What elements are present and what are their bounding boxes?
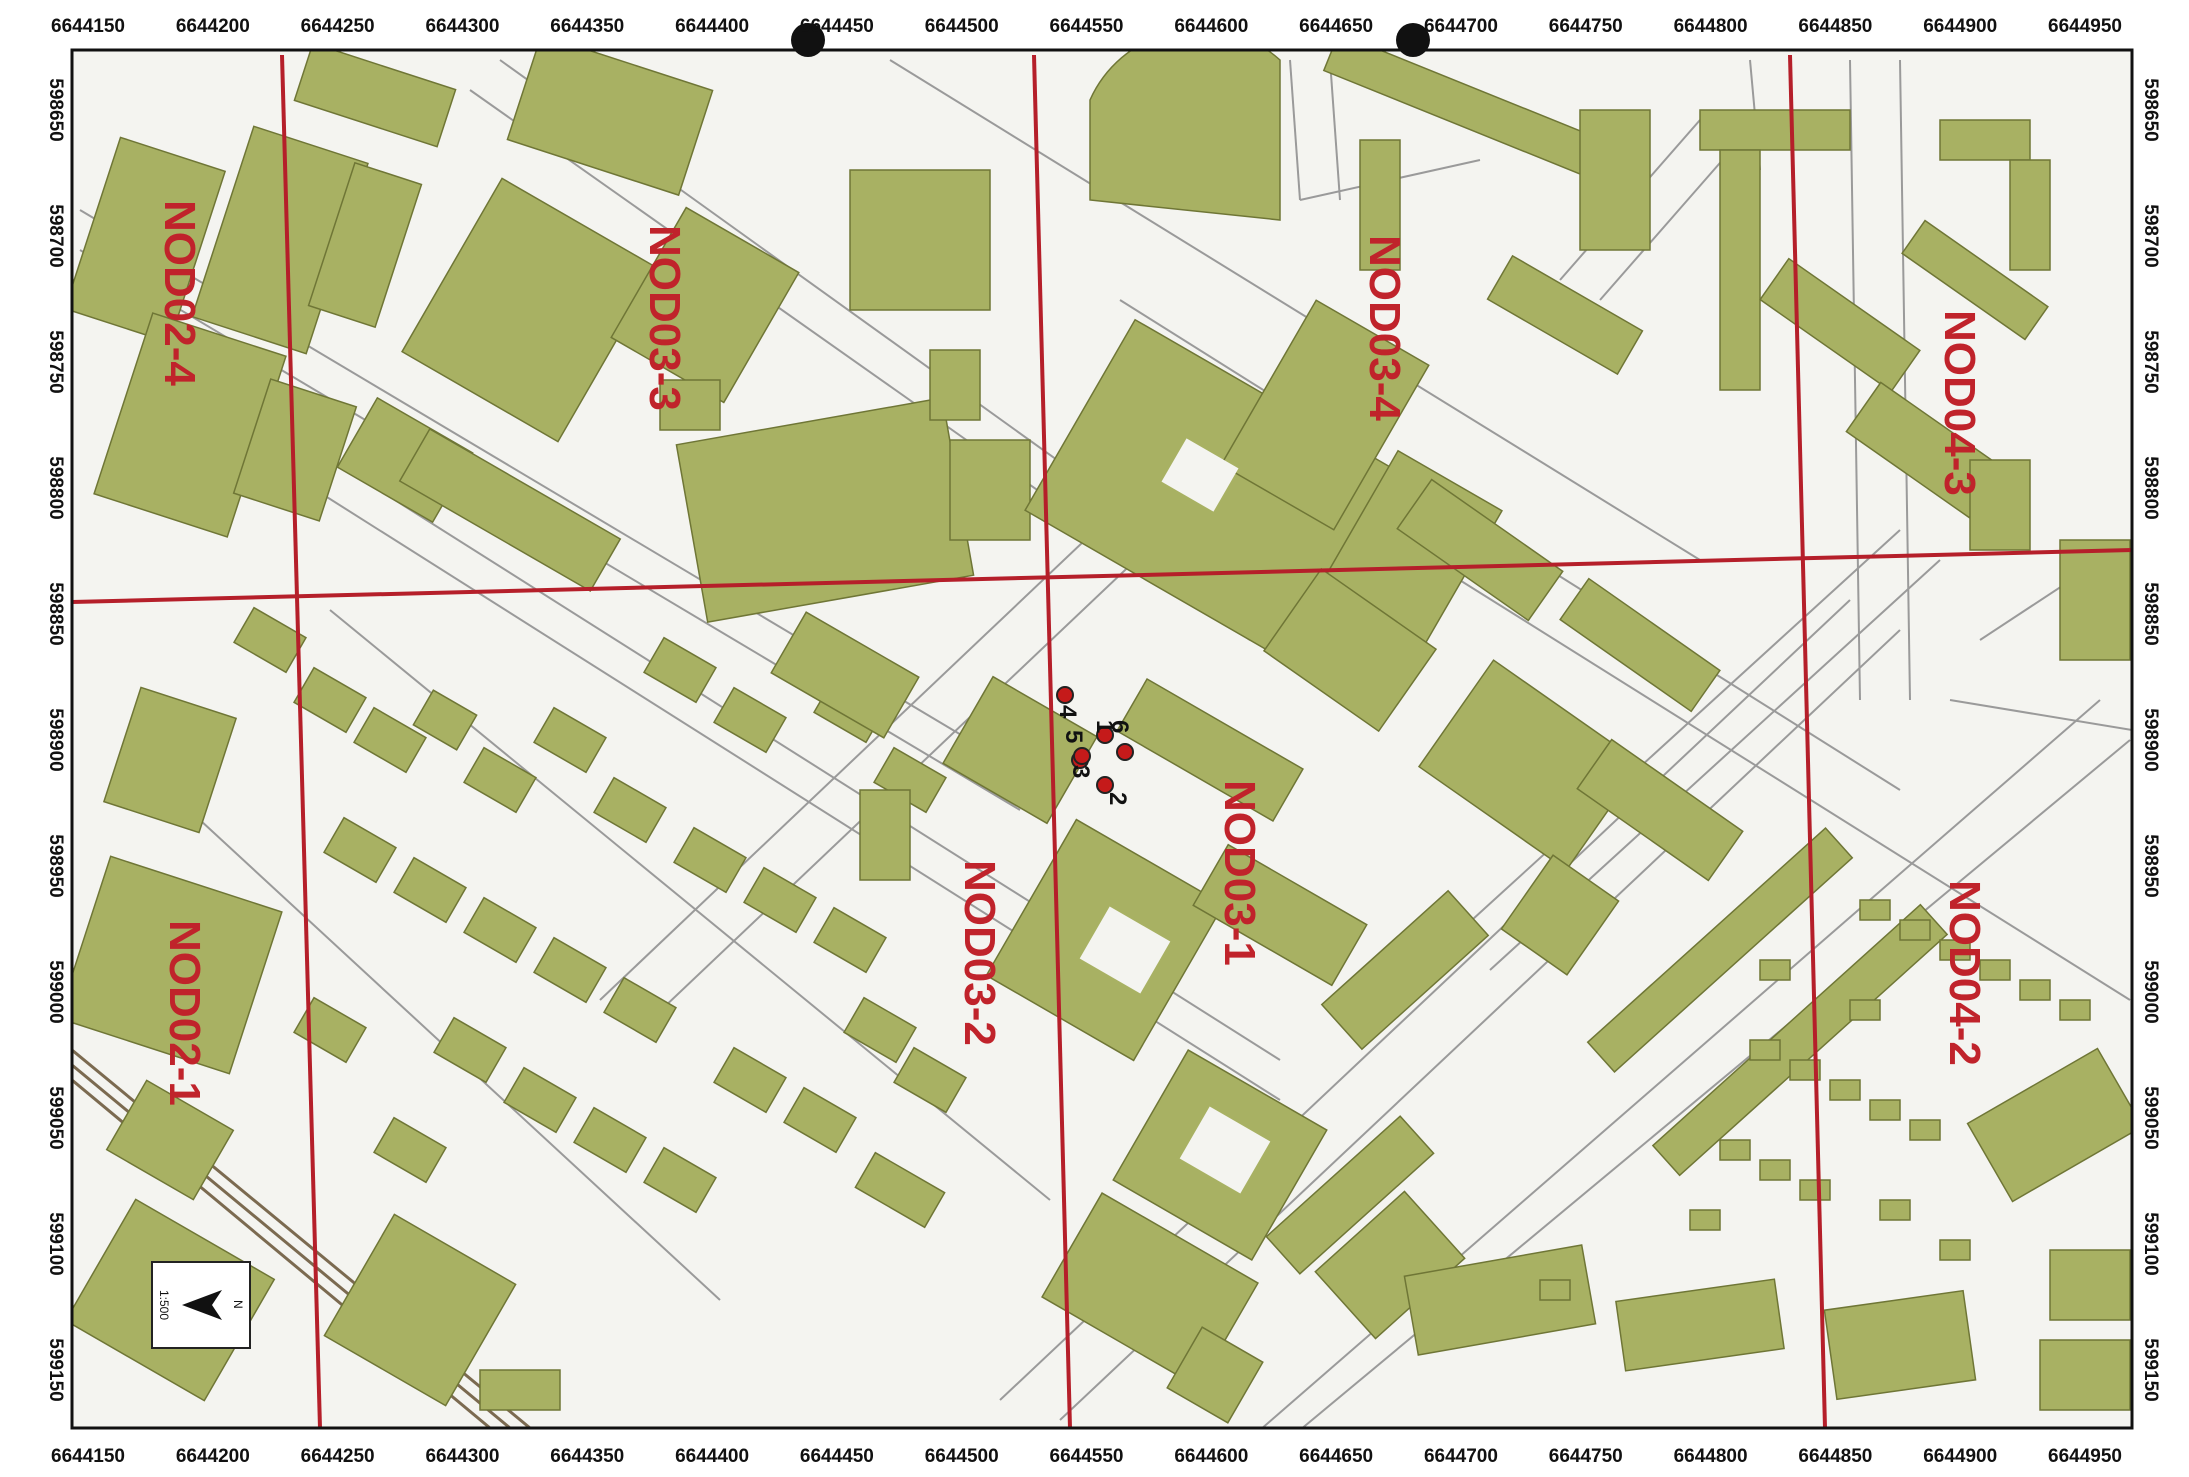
sample-point-marker[interactable] — [1116, 743, 1134, 761]
left-axis-tick-label: 598900 — [45, 708, 66, 771]
top-axis-tick-label: 6644500 — [925, 16, 999, 37]
buildings — [72, 50, 2132, 1424]
north-arrow-icon — [182, 1290, 222, 1320]
left-axis-tick-label: 598700 — [45, 204, 66, 267]
top-axis-tick-label: 6644650 — [1299, 16, 1373, 37]
left-axis-tick-label: 598650 — [45, 78, 66, 141]
bottom-axis-tick-label: 6644700 — [1424, 1446, 1498, 1467]
bottom-axis-tick-label: 6644150 — [51, 1446, 125, 1467]
north-arrow: N 1:500 — [151, 1261, 251, 1349]
grid-label-nod02-4: NOD02-4 — [155, 200, 204, 386]
left-axis-tick-label: 599150 — [45, 1338, 66, 1401]
bottom-axis-tick-label: 6644900 — [1923, 1446, 1997, 1467]
top-marker-dot — [791, 23, 825, 57]
grid-label-group: NOD02-4 NOD03-3 NOD03-4 NOD04-3 NOD02-1 … — [155, 200, 1989, 1106]
top-axis-tick-label: 6644550 — [1050, 16, 1124, 37]
map-border — [70, 48, 2134, 1430]
right-axis-tick-label: 598850 — [2140, 582, 2161, 645]
sample-point-marker[interactable] — [1096, 726, 1114, 744]
bottom-axis-tick-label: 6644750 — [1549, 1446, 1623, 1467]
top-axis-tick-label: 6644950 — [2048, 16, 2122, 37]
sample-point-label-1: 1 — [1091, 720, 1118, 733]
right-axis-tick-label: 598650 — [2140, 78, 2161, 141]
bottom-axis-tick-label: 6644500 — [925, 1446, 999, 1467]
right-axis-tick-label: 599150 — [2140, 1338, 2161, 1401]
right-axis-ticks: 598650 598700 598750 598800 598850 598900 5989… — [2140, 78, 2161, 1401]
grid-label-nod04-2: NOD04-2 — [1940, 880, 1989, 1066]
top-marker-dot — [1396, 23, 1430, 57]
bottom-axis-tick-label: 6644400 — [675, 1446, 749, 1467]
top-axis-tick-label: 6644450 — [800, 16, 874, 37]
bottom-axis-tick-label: 6644300 — [425, 1446, 499, 1467]
top-axis-tick-label: 6644700 — [1424, 16, 1498, 37]
right-axis-tick-label: 598800 — [2140, 456, 2161, 519]
bottom-axis-tick-label: 6644950 — [2048, 1446, 2122, 1467]
top-axis-tick-label: 6644300 — [425, 16, 499, 37]
sample-point-marker[interactable] — [1056, 686, 1074, 704]
right-axis-tick-label: 599000 — [2140, 960, 2161, 1023]
sample-point-label-6: 6 — [1106, 720, 1133, 733]
left-axis-tick-label: 598800 — [45, 456, 66, 519]
left-axis-ticks: 598650 598700 598750 598800 598850 598900 5989… — [45, 78, 66, 1401]
top-axis-ticks: 6644150 6644200 6644250 6644300 6644350 66444… — [51, 16, 2122, 37]
courtyards — [1079, 438, 1271, 1194]
right-axis-tick-label: 598750 — [2140, 330, 2161, 393]
left-axis-tick-label: 599050 — [45, 1086, 66, 1149]
bottom-axis-tick-label: 6644350 — [550, 1446, 624, 1467]
left-axis-tick-label: 599100 — [45, 1212, 66, 1275]
bottom-axis-tick-label: 6644800 — [1674, 1446, 1748, 1467]
bottom-axis-tick-label: 6644200 — [176, 1446, 250, 1467]
grid-label-nod03-2: NOD03-2 — [955, 860, 1004, 1046]
sample-point-label-2: 2 — [1104, 792, 1131, 805]
right-axis-tick-label: 598700 — [2140, 204, 2161, 267]
grid-label-nod03-3: NOD03-3 — [640, 225, 689, 411]
top-axis-tick-label: 6644150 — [51, 16, 125, 37]
bottom-axis-tick-label: 6644550 — [1050, 1446, 1124, 1467]
right-axis-tick-label: 598950 — [2140, 834, 2161, 897]
right-axis-tick-label: 599100 — [2140, 1212, 2161, 1275]
top-axis-tick-label: 6644850 — [1798, 16, 1872, 37]
top-axis-tick-label: 6644250 — [301, 16, 375, 37]
top-axis-tick-label: 6644350 — [550, 16, 624, 37]
grid-label-nod02-1: NOD02-1 — [160, 920, 209, 1106]
grid-lines — [72, 54, 2132, 1428]
right-axis-tick-label: 599050 — [2140, 1086, 2161, 1149]
grid-label-nod03-1: NOD03-1 — [1215, 780, 1264, 966]
top-axis-tick-label: 6644750 — [1549, 16, 1623, 37]
sample-point-marker[interactable] — [1073, 747, 1091, 765]
bottom-axis-tick-label: 6644650 — [1299, 1446, 1373, 1467]
sample-point-marker[interactable] — [1096, 776, 1114, 794]
left-axis-tick-label: 598750 — [45, 330, 66, 393]
grid-label-nod04-3: NOD04-3 — [1935, 310, 1984, 496]
bottom-axis-tick-label: 6644850 — [1798, 1446, 1872, 1467]
sample-points: 1 2 3 4 5 6 — [1054, 686, 1134, 805]
left-axis-tick-label: 599000 — [45, 960, 66, 1023]
bottom-axis-tick-label: 6644450 — [800, 1446, 874, 1467]
bottom-axis-tick-label: 6644600 — [1174, 1446, 1248, 1467]
north-arrow-scale: 1:500 — [157, 1290, 171, 1320]
bottom-axis-ticks: 6644150 6644200 6644250 6644300 6644350 66444… — [51, 1446, 2122, 1467]
top-axis-tick-label: 6644600 — [1174, 16, 1248, 37]
north-arrow-letter: N — [231, 1300, 245, 1309]
sample-point-label-3: 3 — [1067, 765, 1094, 778]
grid-label-nod03-4: NOD03-4 — [1360, 235, 1409, 421]
sample-point-label-4: 4 — [1054, 705, 1081, 719]
bottom-axis-tick-label: 6644250 — [301, 1446, 375, 1467]
top-axis-tick-label: 6644900 — [1923, 16, 1997, 37]
left-axis-tick-label: 598850 — [45, 582, 66, 645]
sample-point-label-5: 5 — [1060, 730, 1087, 743]
right-axis-tick-label: 598900 — [2140, 708, 2161, 771]
top-axis-tick-label: 6644400 — [675, 16, 749, 37]
left-axis-tick-label: 598950 — [45, 834, 66, 897]
top-axis-tick-label: 6644200 — [176, 16, 250, 37]
top-axis-tick-label: 6644800 — [1674, 16, 1748, 37]
